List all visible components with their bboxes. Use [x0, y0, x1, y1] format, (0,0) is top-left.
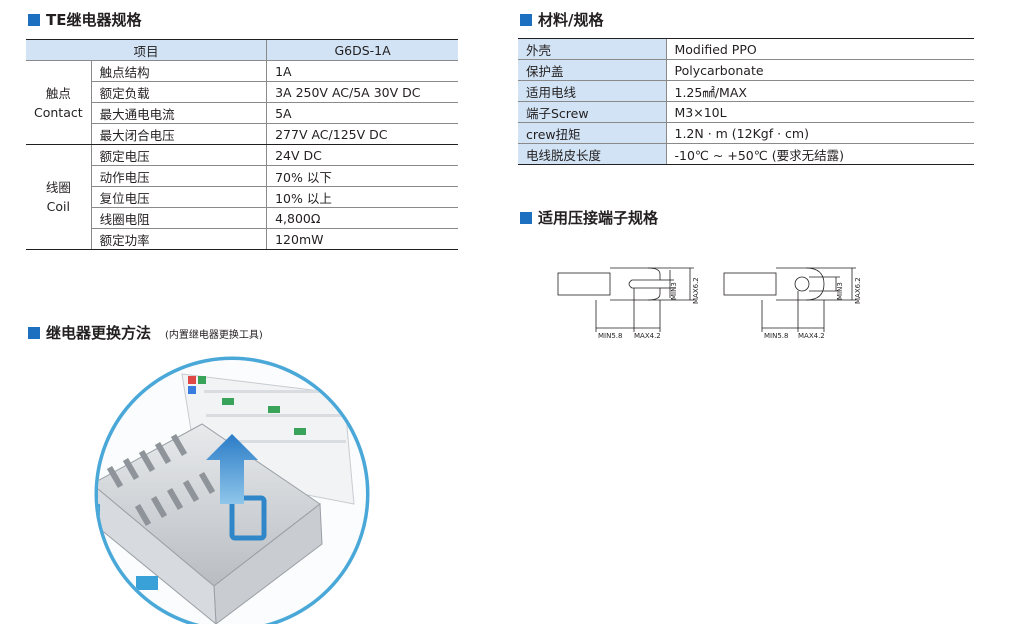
material-value: 1.25㎟/MAX	[665, 80, 974, 102]
material-value: Modified PPO	[665, 38, 974, 60]
section-square-icon	[520, 13, 532, 26]
relay-spec-title-text: TE继电器规格	[46, 11, 142, 29]
row-item: 动作电压	[90, 165, 267, 187]
crimp-terminal-diagram: MIN5.8 MAX4.2 MIN3 MAX6.2 MIN5.8 MAX4.2 …	[557, 267, 862, 340]
row-item: 复位电压	[90, 186, 267, 208]
material-value: M3×10L	[665, 101, 974, 123]
row-item: 触点结构	[90, 60, 267, 82]
material-value: -10℃ ~ +50℃ (要求无结露)	[665, 143, 974, 165]
ring-min-width: MIN5.8	[764, 332, 788, 340]
material-value: Polycarbonate	[665, 59, 974, 81]
section-square-icon	[28, 326, 40, 339]
row-value: 3A 250V AC/5A 30V DC	[266, 81, 458, 103]
material-spec-table: 外壳 Modified PPO 保护盖 Polycarbonate 适用电线 1…	[518, 38, 974, 165]
row-value: 10% 以上	[266, 186, 458, 208]
row-value: 70% 以下	[266, 165, 458, 187]
row-value: 277V AC/125V DC	[266, 123, 458, 145]
row-value: 5A	[266, 102, 458, 124]
fork-max-width: MAX4.2	[634, 332, 661, 340]
fork-min-height: MIN3	[670, 282, 678, 300]
relay-spec-title: TE继电器规格	[28, 9, 141, 30]
material-item: 电线脱皮长度	[518, 143, 666, 165]
ring-max-width: MAX4.2	[798, 332, 825, 340]
material-item: 外壳	[518, 38, 666, 60]
material-item: 端子Screw	[518, 101, 666, 123]
row-value: 1A	[266, 60, 458, 82]
ring-terminal-icon	[723, 267, 825, 301]
material-item: crew扭矩	[518, 122, 666, 144]
row-item: 额定负载	[90, 81, 267, 103]
row-item: 最大闭合电压	[90, 123, 267, 145]
fork-terminal-icon	[557, 267, 661, 301]
crimp-terminal-title: 适用压接端子规格	[520, 207, 658, 228]
header-model: G6DS-1A	[266, 39, 458, 61]
section-square-icon	[28, 13, 40, 26]
fork-max-height: MAX6.2	[692, 277, 700, 304]
header-item: 项目	[26, 39, 267, 61]
row-item: 额定电压	[90, 144, 267, 166]
row-item: 额定功率	[90, 228, 267, 250]
replacement-title-text: 继电器更换方法	[46, 324, 152, 342]
material-item: 保护盖	[518, 59, 666, 81]
ring-max-height: MAX6.2	[854, 277, 862, 304]
row-value: 120mW	[266, 228, 458, 250]
row-value: 24V DC	[266, 144, 458, 166]
material-spec-title-text: 材料/规格	[538, 11, 604, 29]
row-item: 最大通电电流	[90, 102, 267, 124]
fork-min-width: MIN5.8	[598, 332, 622, 340]
crimp-terminal-title-text: 适用压接端子规格	[538, 209, 659, 227]
material-item: 适用电线	[518, 80, 666, 102]
material-spec-title: 材料/规格	[520, 9, 603, 30]
relay-replacement-photo	[94, 356, 370, 624]
row-value: 4,800Ω	[266, 207, 458, 229]
replacement-note: (内置继电器更换工具)	[165, 330, 263, 341]
material-value: 1.2N · m (12Kgf · cm)	[665, 122, 974, 144]
section-square-icon	[520, 211, 532, 224]
replacement-title: 继电器更换方法 (内置继电器更换工具)	[28, 322, 263, 343]
row-item: 线圈电阻	[90, 207, 267, 229]
ring-min-height: MIN3	[836, 282, 844, 300]
